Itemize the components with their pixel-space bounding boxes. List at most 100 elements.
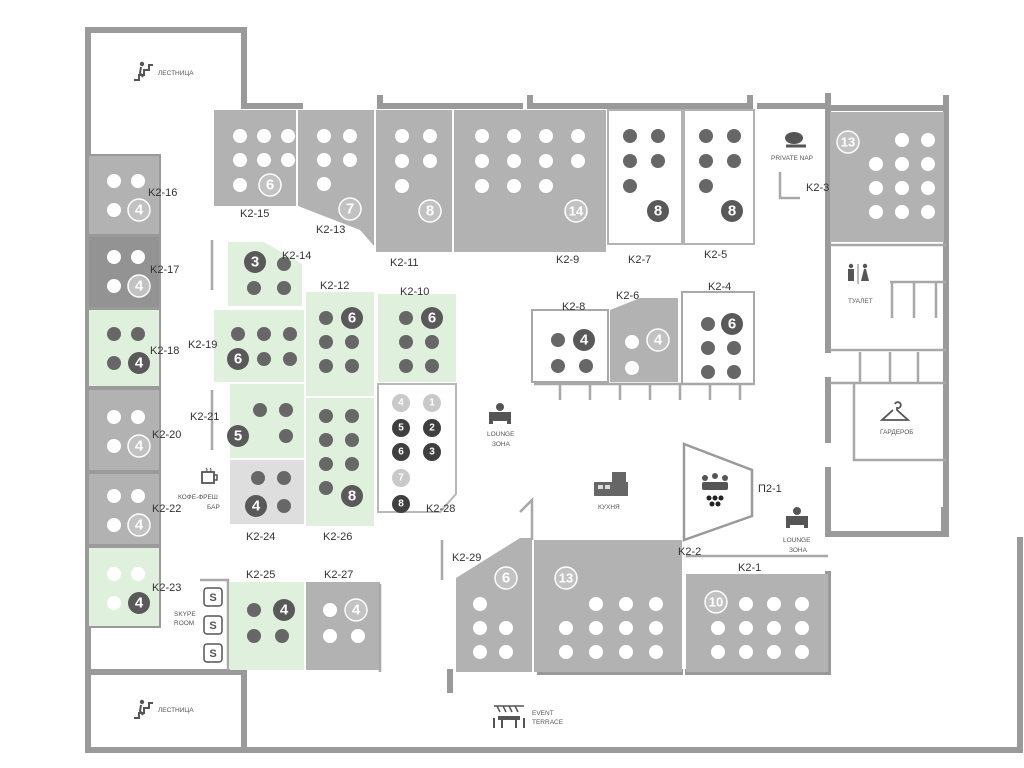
seat-dot <box>727 365 741 379</box>
capacity-circle <box>258 173 282 197</box>
room-k2-26[interactable] <box>306 398 374 526</box>
seat-dot <box>277 257 291 271</box>
room-k2-7[interactable] <box>607 109 683 245</box>
seat-dot <box>317 129 331 143</box>
seat-dot <box>399 359 413 373</box>
capacity-circle <box>392 394 410 412</box>
label-k2-18: K2-18 <box>150 345 179 357</box>
capacity-value: 6 <box>728 316 736 333</box>
seat-dot <box>279 429 293 443</box>
seat-dot <box>711 621 725 635</box>
room-k2-8[interactable] <box>531 309 609 383</box>
room-k2-12[interactable] <box>306 292 374 396</box>
seat-dot <box>345 457 359 471</box>
meeting-icon <box>702 473 728 507</box>
room-k2-17[interactable] <box>87 235 161 309</box>
seat-dot <box>107 567 121 581</box>
capacity-circle <box>564 199 588 223</box>
room-k2-24[interactable] <box>230 460 304 524</box>
room-k2-19[interactable] <box>214 310 304 382</box>
label-k2-13: K2-13 <box>316 224 345 236</box>
room-k2-22[interactable] <box>87 472 161 546</box>
seat-dot <box>869 205 883 219</box>
capacity-value: 4 <box>352 602 361 619</box>
seat-dot <box>247 603 261 617</box>
capacity-value: 4 <box>654 332 663 349</box>
room-k2-5[interactable] <box>683 109 755 245</box>
seat-dot <box>107 489 121 503</box>
room-k2-18[interactable] <box>87 308 161 388</box>
lounge-label: LOUNGE <box>487 431 515 438</box>
label-k2-14: K2-14 <box>282 250 311 262</box>
seat-dot <box>727 154 741 168</box>
seat-dot <box>727 129 741 143</box>
coffee-bar-label: КОФЕ-ФРЕШ <box>178 494 218 501</box>
room-k2-16[interactable] <box>87 154 161 236</box>
seat-dot <box>473 645 487 659</box>
private-nap-label: PRIVATE NAP <box>771 155 813 162</box>
building-walls <box>85 27 1023 753</box>
seat-dot <box>921 157 935 171</box>
room-k2-10[interactable] <box>378 294 456 382</box>
room-k2-21[interactable] <box>230 384 304 458</box>
room-p2-1[interactable] <box>682 442 754 542</box>
capacity-value: 4 <box>252 498 261 515</box>
seat-dot <box>895 205 909 219</box>
label-k2-3: K2-3 <box>806 182 829 194</box>
toilet-icon <box>848 263 869 284</box>
hanger-icon <box>879 401 911 421</box>
seat-dot <box>319 311 333 325</box>
capacity-circle <box>244 251 266 273</box>
seat-dot <box>921 181 935 195</box>
room-k2-6[interactable] <box>610 298 678 382</box>
amenities: ЛЕСТНИЦА ЛЕСТНИЦА PRIVATE NAP ТУАЛЕТ ГАР… <box>134 61 914 728</box>
room-k2-23[interactable] <box>87 546 161 628</box>
lounge-label: ЗОНА <box>789 547 808 554</box>
seat-dot <box>423 129 437 143</box>
room-k2-20[interactable] <box>87 388 161 472</box>
seat-dot <box>551 359 565 373</box>
capacity-circle <box>341 485 363 507</box>
seat-dot <box>507 129 521 143</box>
seat-dot <box>281 129 295 143</box>
lounge-label: ЗОНА <box>492 441 511 448</box>
seat-dot <box>131 489 145 503</box>
seat-dot <box>579 359 593 373</box>
capacity-circle <box>127 198 151 222</box>
seat-dot <box>623 129 637 143</box>
seat-dot <box>649 645 663 659</box>
seat-dot <box>247 281 261 295</box>
svg-text:S: S <box>209 648 216 660</box>
seat-dot <box>699 129 713 143</box>
seat-dot <box>571 154 585 168</box>
seat-dot <box>571 129 585 143</box>
seat-dot <box>539 154 553 168</box>
capacity-value: 6 <box>234 351 242 368</box>
capacity-value: 4 <box>135 595 144 612</box>
room-k2-11[interactable] <box>376 110 452 252</box>
room-k2-9[interactable] <box>454 110 606 252</box>
room-k2-27[interactable] <box>306 582 380 670</box>
room-k2-25[interactable] <box>230 582 304 670</box>
seat-dot <box>623 179 637 193</box>
capacity-circle <box>421 307 443 329</box>
seat-dot <box>131 410 145 424</box>
capacity-value: 2 <box>429 423 435 434</box>
capacity-circle <box>494 566 518 590</box>
seat-dot <box>619 621 633 635</box>
capacity-circle <box>573 329 595 351</box>
seat-dot <box>107 174 121 188</box>
terrace-icon <box>493 705 525 728</box>
seat-dot <box>711 645 725 659</box>
room-k2-28[interactable] <box>377 383 457 513</box>
seat-dot <box>739 597 753 611</box>
seat-dot <box>345 359 359 373</box>
seat-dot <box>319 335 333 349</box>
seat-dot <box>475 179 489 193</box>
room-k2-4[interactable] <box>681 291 755 385</box>
seat-dot <box>649 597 663 611</box>
seat-dot <box>345 335 359 349</box>
capacity-value: 8 <box>348 488 356 505</box>
